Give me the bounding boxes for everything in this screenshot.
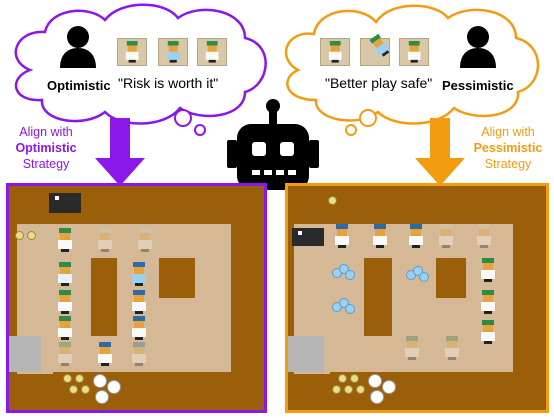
onion (328, 196, 337, 205)
chef-trail (97, 228, 113, 252)
optimistic-thumb-2 (158, 38, 188, 66)
onion (344, 385, 353, 394)
person-silhouette-icon (60, 26, 96, 68)
pessimistic-thumb-1 (320, 38, 350, 66)
onion (27, 231, 36, 240)
left-down-arrow (95, 118, 145, 186)
pessimistic-thumb-2 (360, 33, 390, 66)
plate (368, 374, 382, 388)
center-counter (91, 258, 117, 336)
chef-green (57, 262, 73, 286)
pessimistic-label: Pessimistic (442, 78, 514, 93)
chef-blue (334, 224, 350, 248)
chef-blue (408, 224, 424, 248)
right-down-arrow (415, 118, 465, 186)
chef-blue (97, 342, 113, 366)
robot-head-icon (227, 99, 319, 190)
onion (332, 385, 341, 394)
optimistic-thumb-1 (117, 38, 147, 66)
onion (356, 385, 365, 394)
onion (15, 231, 24, 240)
chef-trail (404, 336, 420, 360)
left-align-strategy: Optimistic (15, 141, 77, 155)
chef-trail (57, 342, 73, 366)
kitchen-floor (328, 224, 513, 372)
onion (338, 374, 347, 383)
chef-blue (131, 290, 147, 314)
pessimistic-quote: "Better play safe" (325, 75, 433, 91)
chef-green (480, 320, 496, 344)
pessimistic-thumb-3 (399, 38, 429, 66)
optimistic-game-panel (6, 183, 267, 413)
serving-area (288, 336, 324, 372)
chef-green (480, 290, 496, 314)
right-align-prefix: Align with (481, 125, 535, 139)
chef-trail (438, 224, 454, 248)
right-align-suffix: Strategy (484, 157, 532, 171)
onion (350, 374, 359, 383)
plate (370, 390, 384, 404)
plate (107, 380, 121, 394)
serving-area (9, 336, 41, 372)
water-splash (406, 266, 429, 282)
right-align-text: Align with Pessimistic Strategy (466, 124, 550, 172)
onion (69, 385, 78, 394)
center-counter (364, 258, 392, 336)
left-align-suffix: Strategy (22, 157, 70, 171)
plate (382, 380, 396, 394)
left-align-text: Align with Optimistic Strategy (4, 124, 88, 172)
water-splash (332, 298, 355, 314)
chef-blue (131, 262, 147, 286)
chef-green (480, 258, 496, 282)
plate (95, 390, 109, 404)
pessimistic-game-panel (285, 183, 549, 413)
person-silhouette-icon (460, 26, 496, 68)
optimistic-quote: "Risk is worth it" (118, 75, 219, 91)
left-align-prefix: Align with (19, 125, 73, 139)
chef-trail (137, 228, 153, 252)
plate (93, 374, 107, 388)
chef-blue (372, 224, 388, 248)
right-counter (159, 258, 195, 298)
chef-green (57, 228, 73, 252)
water-splash (332, 264, 355, 280)
right-align-strategy: Pessimistic (473, 141, 543, 155)
right-counter (436, 258, 466, 298)
optimistic-label: Optimistic (47, 78, 111, 93)
optimistic-thumb-3 (197, 38, 227, 66)
chef-trail (476, 224, 492, 248)
onion (63, 374, 72, 383)
stove (49, 193, 81, 213)
chef-blue (131, 316, 147, 340)
chef-green (57, 316, 73, 340)
chef-trail (131, 342, 147, 366)
stove (292, 228, 324, 246)
chef-green (57, 290, 73, 314)
onion (81, 385, 90, 394)
chef-trail (444, 336, 460, 360)
onion (75, 374, 84, 383)
